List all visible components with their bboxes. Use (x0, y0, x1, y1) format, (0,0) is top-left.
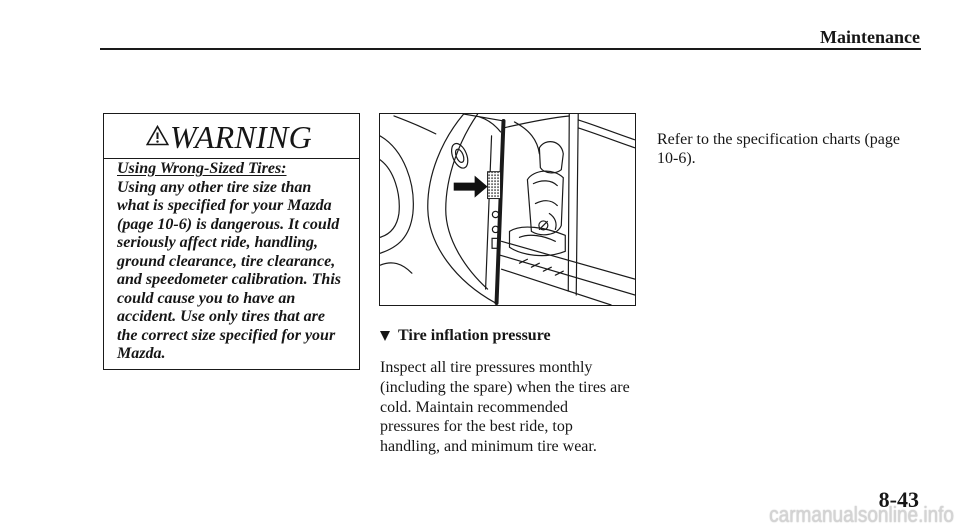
warning-line: ground clearance, tire clearance, (117, 252, 336, 270)
body-line: (including the spare) when the tires are (380, 378, 630, 396)
note-line: 10-6). (657, 150, 696, 167)
door-sill (499, 240, 635, 305)
warning-line: the correct size specified for your (117, 326, 336, 344)
door-jamb-figure (379, 113, 636, 306)
section-heading: Tire inflation pressure (398, 327, 551, 344)
warning-triangle-icon (145, 124, 170, 146)
warning-heading: WARNING (170, 119, 313, 155)
page-number: 8-43 (878, 487, 919, 512)
section-body: Inspect all tire pressures monthly (incl… (380, 358, 630, 457)
warning-line: could cause you to have an (117, 289, 296, 307)
rear-fender (380, 115, 437, 274)
warning-body: Using Wrong-Sized Tires: Using any other… (117, 160, 355, 364)
spec-chart-reference: Refer to the specification charts (page … (657, 130, 900, 168)
warning-line: seriously affect ride, handling, (117, 234, 319, 251)
door-panel (427, 114, 506, 305)
warning-line: and speedometer calibration. This (117, 271, 341, 288)
warning-header: WARNING (104, 114, 359, 159)
warning-line: (page 10-6) is dangerous. It could (117, 215, 340, 233)
warning-subheading: Using Wrong-Sized Tires: (117, 160, 287, 177)
pointer-arrow (453, 175, 488, 198)
door-handle (451, 142, 469, 169)
door-jamb-illustration (380, 114, 635, 305)
body-line: cold. Maintain recommended (380, 398, 568, 416)
warning-line: Mazda. (117, 345, 166, 362)
warning-line: accident. Use only tires that are (117, 308, 325, 325)
body-line: Inspect all tire pressures monthly (380, 359, 593, 376)
door-frame (502, 114, 635, 296)
body-line: handling, and minimum tire wear. (380, 438, 597, 456)
warning-line: Using any other tire size than (117, 178, 312, 196)
warning-line: what is specified for your Mazda (117, 197, 332, 214)
header-rule (100, 48, 921, 50)
section-title: Maintenance (820, 27, 920, 47)
warning-box: WARNING Using Wrong-Sized Tires: Using a… (103, 113, 360, 370)
door-latch (491, 210, 500, 249)
seat (508, 141, 566, 257)
body-line: pressures for the best ride, top (380, 418, 573, 436)
watermark: carmanualsonline.info (769, 503, 954, 528)
tire-label (487, 171, 502, 200)
down-triangle-icon (380, 331, 390, 341)
note-line: Refer to the specification charts (page (657, 131, 900, 148)
